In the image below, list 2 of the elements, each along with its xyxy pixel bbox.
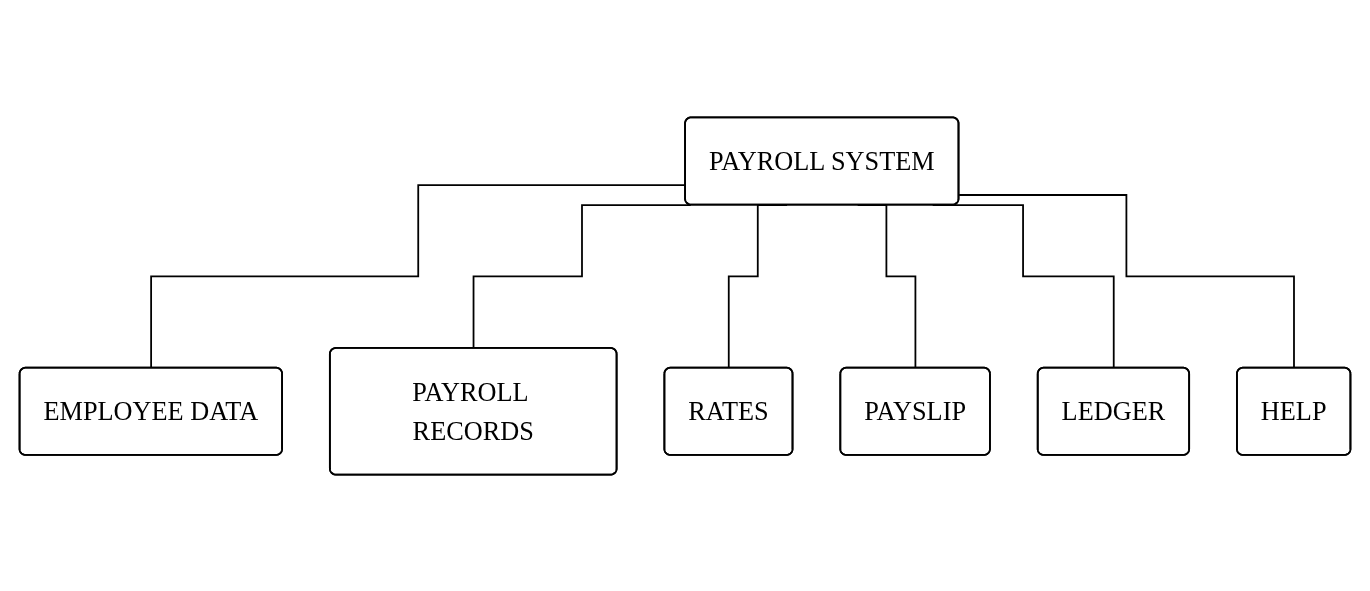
connector [472, 203, 692, 349]
connector [958, 193, 1296, 369]
